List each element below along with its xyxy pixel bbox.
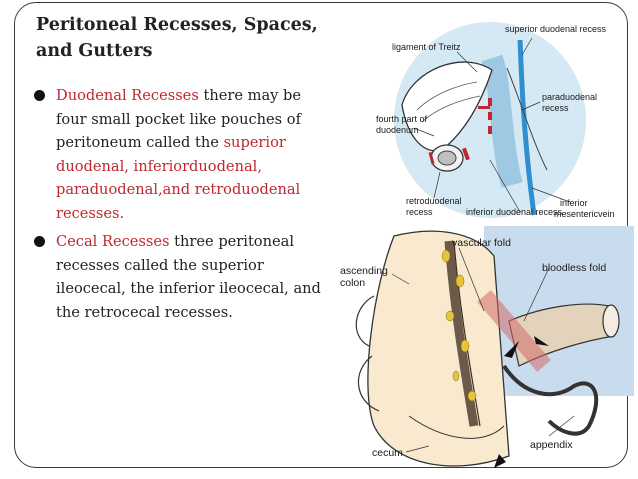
- cecal-term: Cecal Recesses: [56, 233, 170, 250]
- label-paraduodenal-1: paraduodenal: [542, 92, 597, 102]
- ascending-colon: [367, 230, 510, 467]
- recess-marker: [488, 98, 492, 106]
- bullet-dot-icon: [34, 90, 45, 101]
- appendix: [502, 364, 599, 436]
- duodenal-term: Duodenal Recesses: [56, 87, 199, 104]
- label-retroduodenal-2: recess: [406, 207, 433, 217]
- label-vascular-fold: vascular fold: [452, 237, 511, 249]
- recess-marker: [478, 106, 490, 109]
- recess-arrow-icon: [504, 341, 519, 358]
- bloodless-fold-vessels: [477, 290, 551, 372]
- recess-marker: [488, 112, 492, 120]
- label-superior-recess: superior duodenal recess: [505, 24, 607, 34]
- label-inferior-vein-1: inferior: [560, 198, 588, 208]
- bullet-dot-icon: [34, 236, 45, 247]
- ileum-cut-end: [602, 304, 620, 338]
- bullet-cecal: Cecal Recesses three peritoneal recesses…: [30, 230, 330, 324]
- bullet-duodenal: Duodenal Recesses there may be four smal…: [30, 84, 330, 225]
- cecum-fold: [408, 415, 505, 439]
- cecal-recess-figure: vascular fold bloodless fold ascending c…: [340, 226, 634, 468]
- recess-marker: [462, 147, 470, 161]
- label-inferior-recess: inferior duodenal recess: [466, 207, 563, 217]
- label-inferior-vein-2: mesentericvein: [554, 209, 615, 219]
- label-bloodless-fold: bloodless fold: [542, 262, 606, 274]
- slide-title: Peritoneal Recesses, Spaces, and Gutters: [36, 12, 326, 64]
- fold-line: [506, 67, 548, 171]
- label-ascending-2: colon: [340, 277, 365, 289]
- mesentery-band: [481, 54, 523, 188]
- vascular-fold-line: [453, 240, 481, 427]
- recess-marker: [428, 151, 435, 165]
- duodenal-text: there may be four small pocket like pouc…: [56, 87, 302, 151]
- inferior-mesenteric-vein: [517, 39, 537, 216]
- label-leader-lines: [391, 247, 575, 453]
- title-line-1: Peritoneal Recesses, Spaces,: [36, 15, 318, 35]
- label-paraduodenal-2: recess: [542, 103, 569, 113]
- label-ascending-1: ascending: [340, 265, 388, 277]
- title-line-2: and Gutters: [36, 41, 153, 61]
- haustra-fold: [358, 355, 380, 412]
- recess-arrow-icon: [494, 454, 506, 468]
- recess-marker: [488, 126, 492, 134]
- recess-arrow-icon: [534, 336, 549, 346]
- bullet-list: Duodenal Recesses there may be four smal…: [30, 84, 330, 329]
- label-ligament: ligament of Treitz: [392, 42, 461, 52]
- duodenal-recess-figure: ligament of Treitz superior duodenal rec…: [376, 22, 615, 219]
- label-retroduodenal-1: retroduodenal: [406, 196, 462, 206]
- duodenal-highlight: superior duodenal, inferiorduodenal, par…: [56, 134, 301, 222]
- label-cecum: cecum: [372, 447, 403, 459]
- label-appendix: appendix: [530, 439, 573, 451]
- duodenum-lumen: [437, 150, 457, 166]
- haustra-fold: [355, 295, 375, 347]
- fat-deposits: [441, 249, 477, 402]
- cecal-text: three peritoneal recesses called the sup…: [56, 233, 321, 321]
- label-fourth-part-1: fourth part of: [376, 114, 428, 124]
- vascular-fold: [444, 240, 479, 427]
- label-fourth-part-2: duodenum: [376, 125, 419, 135]
- label-leader-lines: [413, 37, 571, 213]
- fold-line: [421, 95, 481, 123]
- fold-line: [416, 81, 478, 111]
